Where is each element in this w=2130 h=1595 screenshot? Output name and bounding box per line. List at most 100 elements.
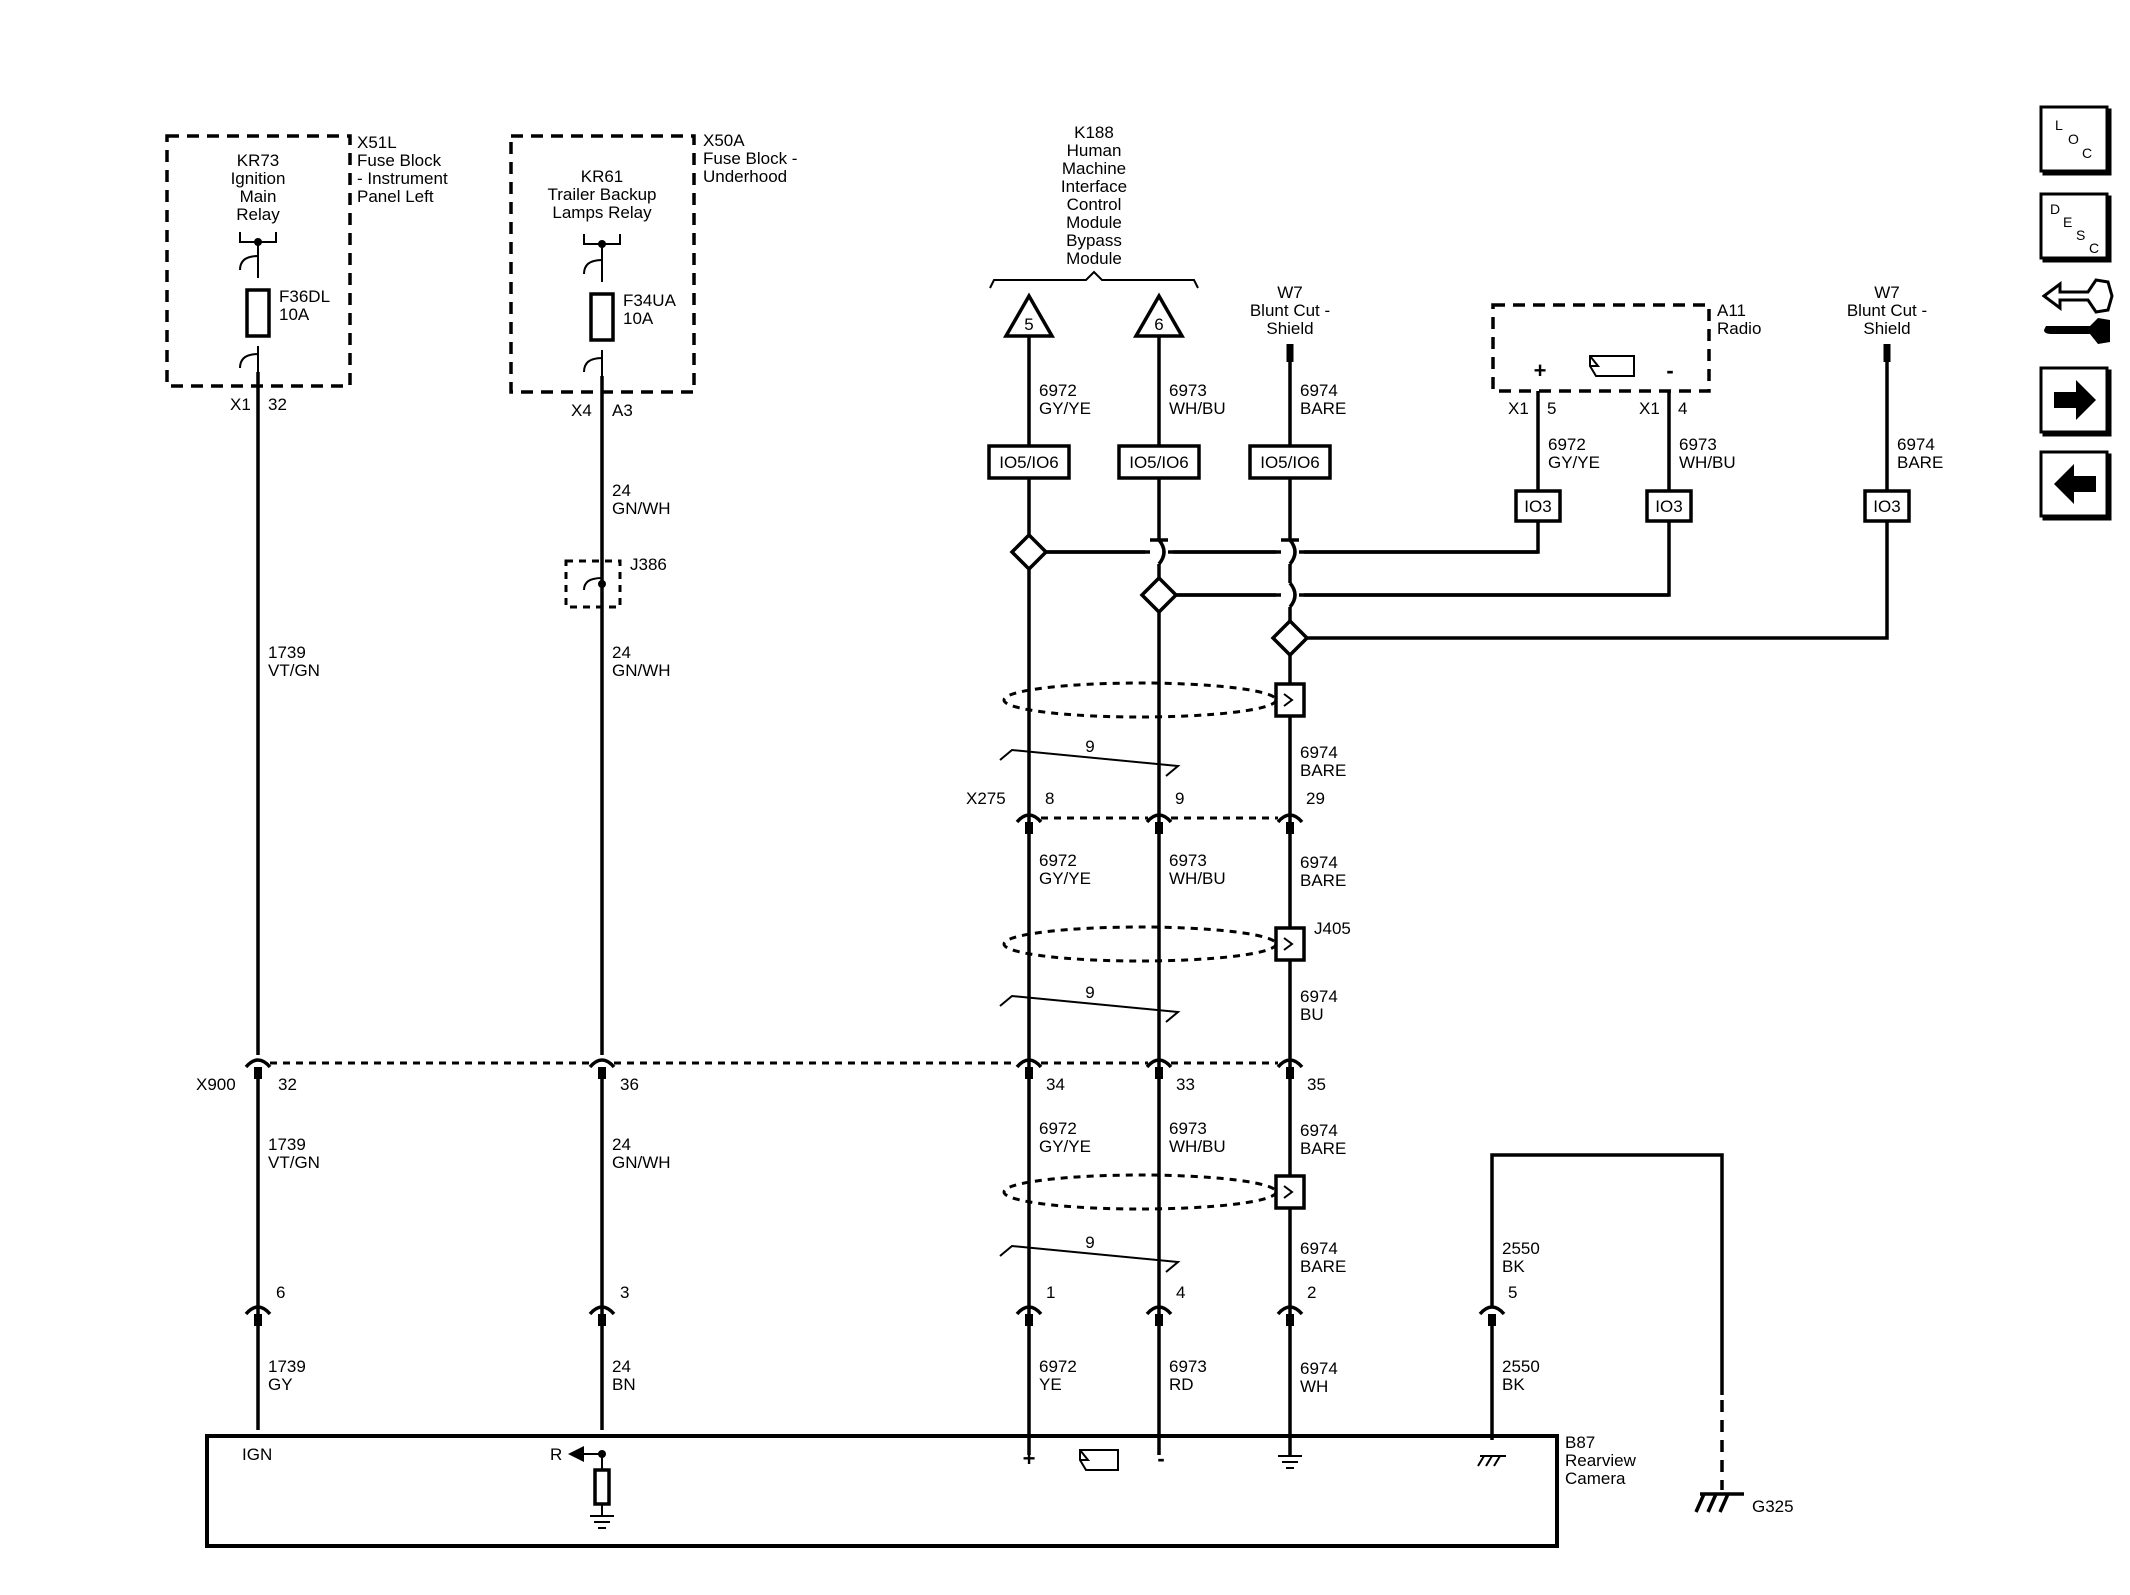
twist-symbol-1 (999, 748, 1181, 777)
b87-desc-2: Camera (1565, 1469, 1626, 1488)
w2550-top-num: 2550 (1502, 1239, 1540, 1258)
bus-label-5: IO3 (1655, 497, 1682, 516)
wire-24-b-num: 24 (612, 643, 631, 662)
f34ua-rating: 10A (623, 309, 654, 328)
camera-icon (1589, 355, 1635, 377)
k188-line-7: Bypass (1066, 231, 1122, 250)
f36dl-fuse (245, 288, 271, 338)
w6974-mid-color: BARE (1300, 871, 1346, 890)
w6974-low-color: BARE (1300, 1139, 1346, 1158)
x51l-desc-3: Panel Left (357, 187, 434, 206)
loc-letter-l: L (2055, 117, 2063, 133)
wire-24-a-color: GN/WH (612, 499, 671, 518)
w6973-mid-num: 6973 (1169, 851, 1207, 870)
io-label-box (1645, 489, 1693, 523)
j405-splice-box (1274, 926, 1306, 962)
desc-button[interactable]: D E S C (2039, 192, 2112, 263)
wire-1739-top-num: 1739 (268, 643, 306, 662)
loc-button[interactable]: L O C (2039, 105, 2112, 176)
w6973-k188-num: 6973 (1169, 381, 1207, 400)
k188-line-5: Control (1067, 195, 1122, 214)
w2550-bot-color: BK (1502, 1375, 1525, 1394)
x900-pin-35: 35 (1307, 1075, 1326, 1094)
j386-ref: J386 (630, 555, 667, 574)
k188-pin-5: 5 (1024, 315, 1033, 334)
w7-left-line-3: Shield (1266, 319, 1313, 338)
previous-page-button[interactable] (2039, 450, 2112, 521)
w6974-w7r-color: BARE (1897, 453, 1943, 472)
kr61-line-1: KR61 (581, 167, 624, 186)
w6972-mid-color: GY/YE (1039, 869, 1091, 888)
a11-x1-5-conn: X1 (1508, 399, 1529, 418)
camera-icon (1079, 1449, 1119, 1471)
f36dl-id: F36DL (279, 287, 330, 306)
j405-ref: J405 (1314, 919, 1351, 938)
shield-drain-box-1 (1274, 682, 1306, 718)
x275-terminals (1015, 813, 1304, 834)
w24-mid-color: GN/WH (612, 1153, 671, 1172)
io-label-box (1117, 444, 1201, 480)
x900-name: X900 (196, 1075, 236, 1094)
io-label-box (1514, 489, 1562, 523)
kr73-relay-contact-symbol (239, 232, 277, 372)
x50a-desc-2: Underhood (703, 167, 787, 186)
x275-name: X275 (966, 789, 1006, 808)
kr73-line-3: Main (240, 187, 277, 206)
a11-x1-4-pin: 4 (1678, 399, 1687, 418)
x900-pin-36: 36 (620, 1075, 639, 1094)
bottom-pin-1: 1 (1046, 1283, 1055, 1302)
w6974-w7r-num: 6974 (1897, 435, 1935, 454)
kr61-line-2: Trailer Backup (548, 185, 657, 204)
w6972-a11-num: 6972 (1548, 435, 1586, 454)
w6972-bot-num: 6972 (1039, 1357, 1077, 1376)
splice-diamond-6974 (1270, 618, 1310, 658)
k188-brace (989, 270, 1199, 289)
bus-label-4: IO3 (1524, 497, 1551, 516)
w6972-a11-color: GY/YE (1548, 453, 1600, 472)
kr73-line-1: KR73 (237, 151, 280, 170)
f36dl-rating: 10A (279, 305, 310, 324)
shield-drain-box-3 (1274, 1174, 1306, 1210)
k188-line-3: Machine (1062, 159, 1126, 178)
bottom-pin-5: 5 (1508, 1283, 1517, 1302)
b87-desc-1: Rearview (1565, 1451, 1637, 1470)
twist-label-2: 9 (1085, 983, 1094, 1002)
bus-label-6: IO3 (1873, 497, 1900, 516)
connector-wrench-icon[interactable] (2041, 278, 2114, 344)
ground-icon (1694, 1493, 1730, 1513)
w1739-bot-color: GY (268, 1375, 293, 1394)
w1739-bot-num: 1739 (268, 1357, 306, 1376)
x1-32-connector: X1 (230, 395, 251, 414)
ground-icon (590, 1504, 614, 1529)
kr61-relay-contact-symbol (583, 234, 621, 376)
w7-left-line-1: W7 (1277, 283, 1303, 302)
w24-bot-num: 24 (612, 1357, 631, 1376)
b87-plus: + (1023, 1446, 1036, 1471)
x50a-desc-1: Fuse Block - (703, 149, 797, 168)
wire-2550-ground (1490, 1153, 1724, 1395)
desc-letter-c2: C (2089, 240, 2099, 256)
w6973-mid-color: WH/BU (1169, 869, 1226, 888)
desc-letter-e: E (2063, 214, 2072, 230)
w2550-top-color: BK (1502, 1257, 1525, 1276)
w6973-bot-num: 6973 (1169, 1357, 1207, 1376)
w6973-k188-color: WH/BU (1169, 399, 1226, 418)
w6974-w7-color: BARE (1300, 399, 1346, 418)
x1-32-pin: 32 (268, 395, 287, 414)
next-page-button[interactable] (2039, 366, 2112, 437)
twist-symbol-3 (999, 1244, 1181, 1273)
a11-name: Radio (1717, 319, 1761, 338)
wire-24-b-color: GN/WH (612, 661, 671, 680)
kr61-line-3: Lamps Relay (552, 203, 652, 222)
w6974-w7-num: 6974 (1300, 381, 1338, 400)
w6974-bu-num: 6974 (1300, 987, 1338, 1006)
a11-ref: A11 (1717, 301, 1746, 320)
w6972-mid-num: 6972 (1039, 851, 1077, 870)
b87-ref: B87 (1565, 1433, 1595, 1452)
w6973-a11-num: 6973 (1679, 435, 1717, 454)
w7-right-line-1: W7 (1874, 283, 1900, 302)
w6974-low-num: 6974 (1300, 1121, 1338, 1140)
bus-label-2: IO5/IO6 (1129, 453, 1189, 472)
desc-letter-d: D (2050, 201, 2060, 217)
